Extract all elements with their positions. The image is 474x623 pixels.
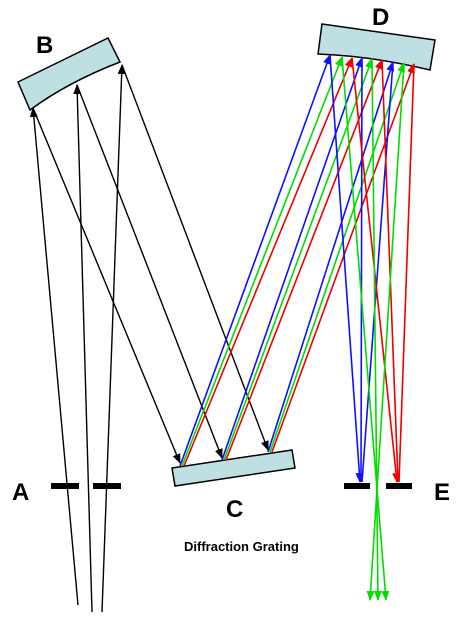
ray-red-1 xyxy=(183,57,353,467)
caption-diffraction-grating: Diffraction Grating xyxy=(184,539,299,554)
label-d: D xyxy=(372,4,389,31)
rays-d-to-exit xyxy=(329,54,415,601)
label-a: A xyxy=(12,479,29,506)
label-c: C xyxy=(226,496,243,523)
mirror-b xyxy=(17,36,122,112)
ray-green-1 xyxy=(181,56,343,467)
entrance-slit-a xyxy=(51,483,121,489)
ray-blue-2 xyxy=(221,57,363,461)
ray-red-2 xyxy=(225,59,383,461)
ray-red-3 xyxy=(271,63,415,453)
rays-source-to-b xyxy=(29,64,126,613)
label-e: E xyxy=(434,479,450,506)
diffraction-grating-c xyxy=(171,449,296,487)
ray-green-2 xyxy=(223,58,373,461)
label-b: B xyxy=(36,32,53,59)
ray-green-3 xyxy=(269,62,405,453)
exit-slit-e xyxy=(344,483,412,489)
rays-b-to-grating xyxy=(32,64,269,464)
ray-blue-1 xyxy=(179,54,331,467)
